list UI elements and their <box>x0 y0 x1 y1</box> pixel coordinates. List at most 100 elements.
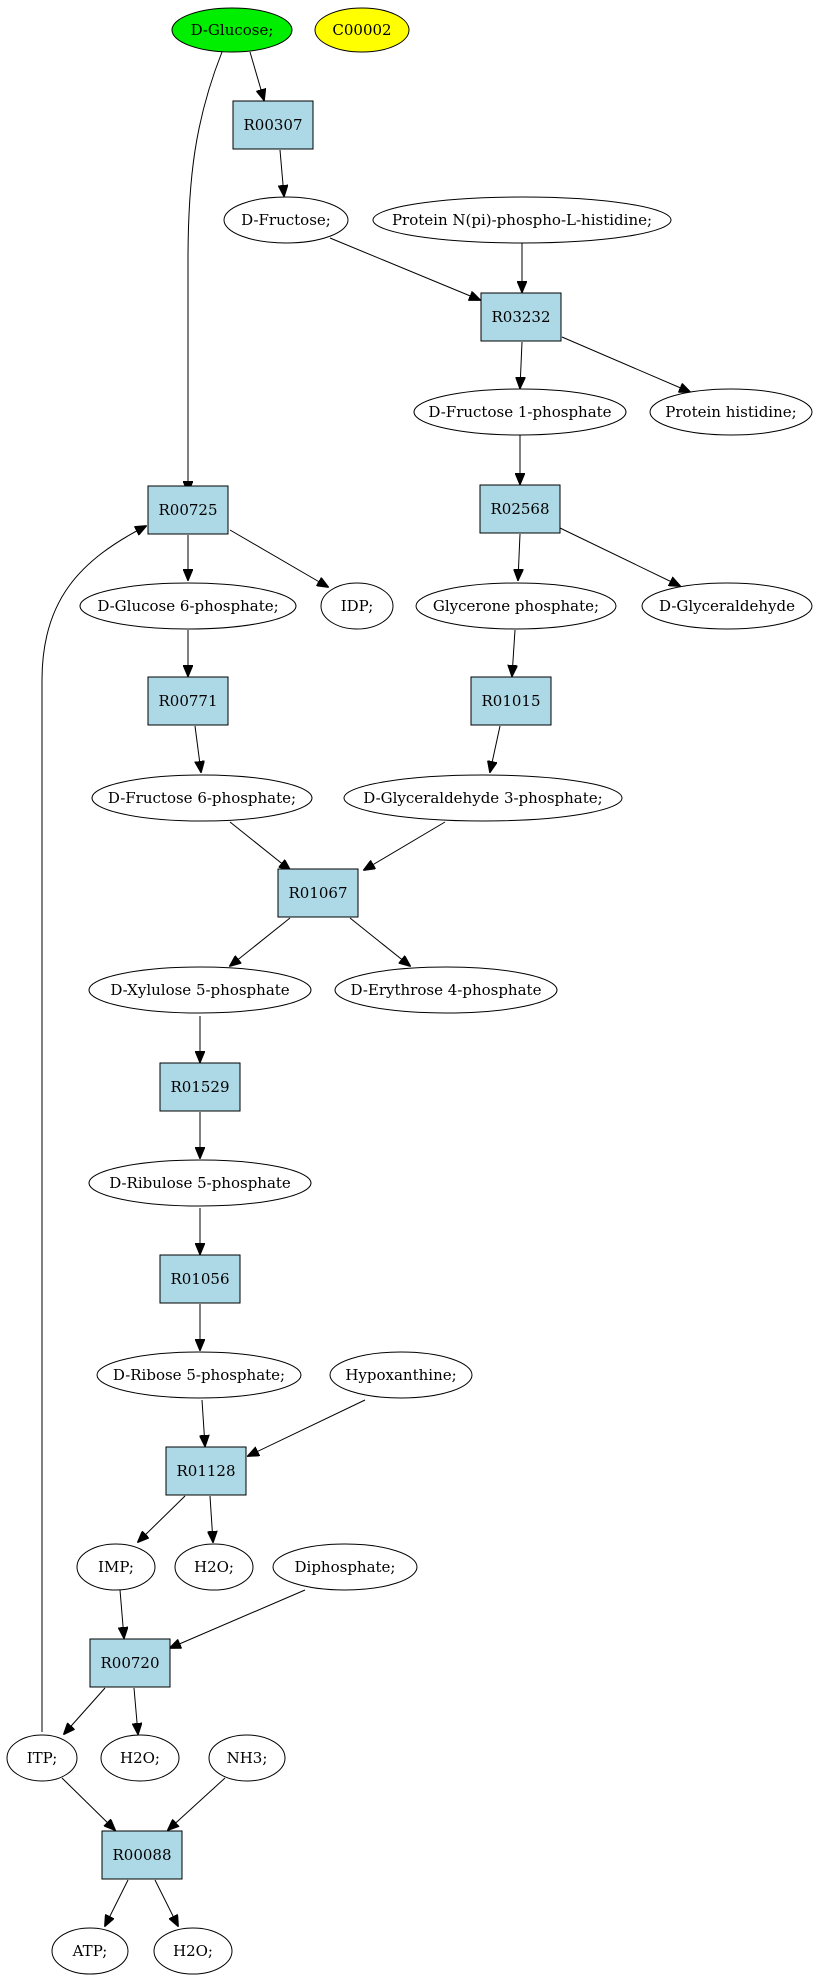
metabolite-d-fructose[interactable]: D-Fructose; <box>223 196 349 244</box>
edge-diphosphate-r00720 <box>170 1589 306 1648</box>
metabolite-d-xylulose-5-phosphate[interactable]: D-Xylulose 5-phosphate <box>88 966 312 1014</box>
metabolite-diphosphate[interactable]: Diphosphate; <box>272 1543 418 1591</box>
reaction-r00725[interactable]: R00725 <box>147 485 229 535</box>
reaction-label: R01529 <box>170 1078 229 1096</box>
reaction-box <box>89 1638 171 1688</box>
metabolite-shape <box>641 582 813 630</box>
metabolite-h2o-3[interactable]: H2O; <box>153 1927 233 1975</box>
reaction-label: R01056 <box>170 1270 229 1288</box>
edge-r00720-itp <box>64 1687 106 1734</box>
metabolite-label: D-Glucose 6-phosphate; <box>97 597 278 615</box>
metabolite-atp[interactable]: ATP; <box>51 1927 129 1975</box>
edge-r02568-glycerone <box>518 533 520 580</box>
reaction-r01128[interactable]: R01128 <box>165 1446 247 1496</box>
edge-itp-r00725 <box>41 526 146 1732</box>
edge-fructose-r03232 <box>329 237 480 300</box>
metabolite-shape <box>223 196 349 244</box>
reaction-label: R01015 <box>481 692 540 710</box>
reaction-label: R00088 <box>112 1846 171 1864</box>
metabolite-label: NH3; <box>227 1749 268 1767</box>
metabolite-d-glyceraldehyde-3-phosphate[interactable]: D-Glyceraldehyde 3-phosphate; <box>343 774 623 822</box>
metabolite-d-glucose[interactable]: D-Glucose; <box>171 7 293 53</box>
metabolite-shape <box>372 196 672 244</box>
metabolite-label: D-Glyceraldehyde 3-phosphate; <box>363 789 602 807</box>
metabolite-shape <box>649 388 813 436</box>
metabolite-idp[interactable]: IDP; <box>320 582 394 630</box>
edge-r01015-glyceraldehyde3p <box>490 725 501 772</box>
edges <box>41 51 690 1926</box>
metabolite-label: D-Xylulose 5-phosphate <box>110 981 289 999</box>
metabolite-nh3[interactable]: NH3; <box>208 1734 286 1782</box>
reaction-r03232[interactable]: R03232 <box>480 292 562 342</box>
edge-imp-r00720 <box>120 1589 124 1638</box>
reaction-r01529[interactable]: R01529 <box>159 1062 241 1112</box>
metabolite-d-fructose-6-phosphate[interactable]: D-Fructose 6-phosphate; <box>91 774 313 822</box>
metabolite-shape <box>272 1543 418 1591</box>
metabolite-label: IMP; <box>98 1558 134 1576</box>
compound-c00002[interactable]: C00002 <box>314 7 410 53</box>
metabolite-label: D-Glyceraldehyde <box>659 597 795 615</box>
metabolite-protein-histidine[interactable]: Protein histidine; <box>649 388 813 436</box>
reaction-r02568[interactable]: R02568 <box>479 484 561 534</box>
metabolite-label: D-Fructose 6-phosphate; <box>108 789 296 807</box>
edge-nh3-r00088 <box>168 1777 226 1830</box>
metabolite-label: D-Ribose 5-phosphate; <box>113 1366 285 1384</box>
metabolite-label: Protein histidine; <box>665 403 796 421</box>
reaction-r01015[interactable]: R01015 <box>470 676 552 726</box>
metabolite-label: Hypoxanthine; <box>345 1366 456 1384</box>
reaction-r00088[interactable]: R00088 <box>101 1830 183 1880</box>
reaction-label: R01067 <box>288 884 347 902</box>
metabolite-shape <box>153 1927 233 1975</box>
metabolite-h2o-2[interactable]: H2O; <box>100 1734 180 1782</box>
metabolite-label: H2O; <box>120 1749 160 1767</box>
reaction-box <box>470 676 552 726</box>
reaction-label: R02568 <box>490 500 549 518</box>
edge-r01128-h2o-1 <box>210 1495 213 1542</box>
compound-label: C00002 <box>332 21 391 39</box>
metabolite-shape <box>91 774 313 822</box>
metabolite-hypoxanthine[interactable]: Hypoxanthine; <box>329 1351 473 1399</box>
nodes: D-Glucose; C00002 R00307 D-Fructose; Pro… <box>6 7 813 1975</box>
metabolite-shape <box>96 1351 302 1399</box>
edge-r03232-protein-histidine <box>561 336 690 392</box>
reaction-box <box>159 1254 241 1304</box>
metabolite-d-glucose-6-phosphate[interactable]: D-Glucose 6-phosphate; <box>79 582 297 630</box>
reaction-r01067[interactable]: R01067 <box>277 868 359 918</box>
metabolite-label: D-Fructose 1-phosphate <box>428 403 611 421</box>
metabolite-d-erythrose-4-phosphate[interactable]: D-Erythrose 4-phosphate <box>334 966 558 1014</box>
metabolite-shape <box>320 582 394 630</box>
metabolite-shape <box>208 1734 286 1782</box>
metabolite-label: D-Erythrose 4-phosphate <box>351 981 542 999</box>
reaction-box <box>277 868 359 918</box>
metabolite-protein-npi-phospho-histidine[interactable]: Protein N(pi)-phospho-L-histidine; <box>372 196 672 244</box>
edge-glyceraldehyde3p-r01067 <box>364 821 446 870</box>
reaction-r00307[interactable]: R00307 <box>232 100 314 150</box>
edge-r02568-glyceraldehyde <box>559 527 680 586</box>
metabolite-label: D-Fructose; <box>241 211 331 229</box>
metabolite-d-ribose-5-phosphate[interactable]: D-Ribose 5-phosphate; <box>96 1351 302 1399</box>
metabolite-imp[interactable]: IMP; <box>76 1543 156 1591</box>
metabolite-shape <box>51 1927 129 1975</box>
edge-itp-r00088 <box>61 1777 115 1830</box>
metabolite-shape <box>79 582 297 630</box>
metabolite-label: IDP; <box>341 597 374 615</box>
metabolite-itp[interactable]: ITP; <box>6 1734 78 1782</box>
reaction-r00720[interactable]: R00720 <box>89 1638 171 1688</box>
reaction-r00771[interactable]: R00771 <box>147 676 229 726</box>
edge-glucose-r00725 <box>188 51 223 492</box>
metabolite-glycerone-phosphate[interactable]: Glycerone phosphate; <box>415 582 617 630</box>
edge-r00307-fructose <box>280 149 284 196</box>
reaction-label: R01128 <box>176 1462 235 1480</box>
metabolite-label: ITP; <box>27 1749 58 1767</box>
metabolite-d-ribulose-5-phosphate[interactable]: D-Ribulose 5-phosphate <box>88 1159 312 1207</box>
reaction-box <box>101 1830 183 1880</box>
metabolite-shape <box>6 1734 78 1782</box>
metabolite-label: Protein N(pi)-phospho-L-histidine; <box>392 211 652 229</box>
metabolite-d-glyceraldehyde[interactable]: D-Glyceraldehyde <box>641 582 813 630</box>
reaction-box <box>165 1446 247 1496</box>
metabolite-h2o-1[interactable]: H2O; <box>174 1543 254 1591</box>
reaction-r01056[interactable]: R01056 <box>159 1254 241 1304</box>
metabolite-d-fructose-1-phosphate[interactable]: D-Fructose 1-phosphate <box>413 388 627 436</box>
highlight-compound-shape <box>314 7 410 53</box>
